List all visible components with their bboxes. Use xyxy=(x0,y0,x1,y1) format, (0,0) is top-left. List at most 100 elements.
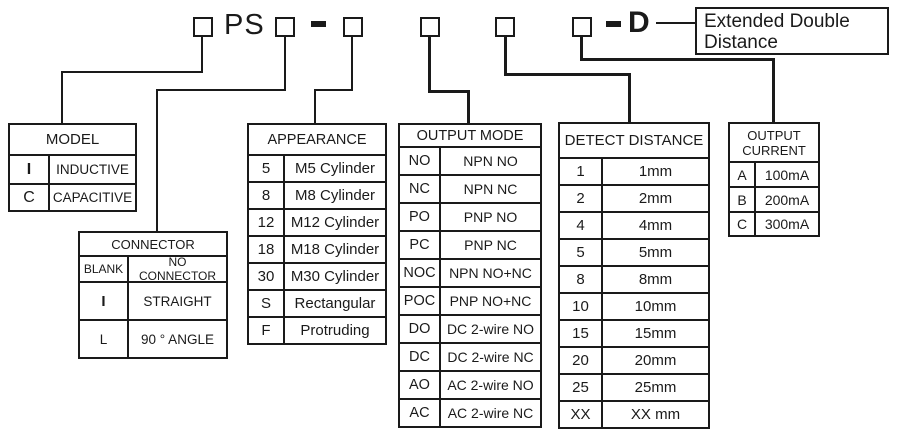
connector-line xyxy=(580,37,583,61)
callout-extended-double-distance: Extended Double Distance xyxy=(695,7,889,55)
table-row: AO AC 2-wire NO xyxy=(400,370,540,398)
connector-line xyxy=(504,37,507,76)
code-cell: A xyxy=(730,163,756,186)
connector-line xyxy=(428,37,431,93)
connector-line xyxy=(314,89,316,123)
meaning-cell: NPN NO xyxy=(463,153,518,169)
code-cell: 18 xyxy=(249,237,285,262)
table-row: 20 20mm xyxy=(560,346,708,373)
table-row: F Protruding xyxy=(249,316,385,343)
connector-line xyxy=(428,90,470,93)
code-cell: NC xyxy=(400,176,441,202)
meaning-cell: NPN NC xyxy=(463,181,518,197)
meaning-cell: M30 Cylinder xyxy=(290,268,380,285)
meaning-cell: Protruding xyxy=(300,322,370,339)
meaning-cell: M12 Cylinder xyxy=(290,214,380,231)
series-label: PS xyxy=(224,9,265,41)
connector-line xyxy=(61,71,203,73)
output-mode-table: OUTPUT MODE NO NPN NO NC NPN NC PO PNP N… xyxy=(398,123,542,428)
code-cell: 30 xyxy=(249,264,285,289)
dash-separator xyxy=(606,21,621,27)
connector-line xyxy=(156,89,158,231)
meaning-cell: 10mm xyxy=(634,298,677,315)
table-row: L 90 ° ANGLE xyxy=(80,319,226,357)
meaning-cell: 25mm xyxy=(634,379,677,396)
table-row: NOC NPN NO+NC xyxy=(400,258,540,286)
table-row: NC NPN NC xyxy=(400,174,540,202)
table-row: 30 M30 Cylinder xyxy=(249,262,385,289)
callout-connector-line xyxy=(656,22,696,24)
table-row: I INDUCTIVE xyxy=(10,156,135,183)
meaning-cell: 20mm xyxy=(634,352,677,369)
table-row: 5 M5 Cylinder xyxy=(249,156,385,181)
table-row: C CAPACITIVE xyxy=(10,183,135,210)
code-cell: DO xyxy=(400,316,441,342)
code-cell: NOC xyxy=(400,260,441,286)
meaning-cell: Rectangular xyxy=(294,295,376,312)
appearance-table: APPEARANCE 5 M5 Cylinder 8 M8 Cylinder 1… xyxy=(247,123,387,345)
meaning-cell: 8mm xyxy=(638,271,673,288)
code-cell: POC xyxy=(400,288,441,314)
connector-table-title: CONNECTOR xyxy=(80,233,226,257)
code-cell: C xyxy=(730,213,756,235)
code-box-output-current xyxy=(572,17,592,37)
table-row: XX XX mm xyxy=(560,400,708,427)
table-row: PC PNP NC xyxy=(400,230,540,258)
connector-line xyxy=(504,73,631,76)
connector-line xyxy=(580,58,775,61)
code-cell: 2 xyxy=(560,186,603,211)
extended-double-suffix: D xyxy=(628,6,650,39)
meaning-cell: 300mA xyxy=(764,216,810,232)
code-cell: PO xyxy=(400,204,441,230)
output-mode-table-title: OUTPUT MODE xyxy=(400,125,540,148)
table-row: DO DC 2-wire NO xyxy=(400,314,540,342)
meaning-cell: DC 2-wire NC xyxy=(447,349,534,365)
table-row: 5 5mm xyxy=(560,238,708,265)
code-cell: AC xyxy=(400,400,441,426)
meaning-cell: AC 2-wire NC xyxy=(447,405,534,421)
table-row: BLANK NO CONNECTOR xyxy=(80,255,226,283)
table-row: 8 8mm xyxy=(560,265,708,292)
meaning-cell: M8 Cylinder xyxy=(294,187,376,204)
meaning-cell: 15mm xyxy=(634,325,677,342)
meaning-cell: NO CONNECTOR xyxy=(138,255,217,283)
connector-line xyxy=(351,37,353,91)
meaning-cell: M18 Cylinder xyxy=(290,241,380,258)
code-cell: S xyxy=(249,291,285,316)
code-cell: BLANK xyxy=(80,257,129,281)
code-cell: I xyxy=(80,283,129,319)
connector-line xyxy=(201,37,203,73)
code-cell: 5 xyxy=(249,156,285,181)
table-row: NO NPN NO xyxy=(400,148,540,174)
table-row: 18 M18 Cylinder xyxy=(249,235,385,262)
code-box-output-mode xyxy=(420,17,440,37)
table-row: AC AC 2-wire NC xyxy=(400,398,540,426)
table-row: 2 2mm xyxy=(560,184,708,211)
table-row: 10 10mm xyxy=(560,292,708,319)
code-cell: 5 xyxy=(560,240,603,265)
code-cell: 1 xyxy=(560,159,603,184)
table-row: 1 1mm xyxy=(560,159,708,184)
table-row: B 200mA xyxy=(730,186,818,211)
table-row: 15 15mm xyxy=(560,319,708,346)
meaning-cell: 200mA xyxy=(764,191,810,208)
meaning-cell: 5mm xyxy=(638,244,673,261)
connector-line xyxy=(156,89,286,91)
meaning-cell: M5 Cylinder xyxy=(294,160,376,177)
table-row: A 100mA xyxy=(730,163,818,186)
code-cell: 8 xyxy=(560,267,603,292)
table-row: I STRAIGHT xyxy=(80,281,226,319)
table-row: DC DC 2-wire NC xyxy=(400,342,540,370)
table-row: 8 M8 Cylinder xyxy=(249,181,385,208)
meaning-cell: 2mm xyxy=(638,190,673,207)
meaning-cell: PNP NC xyxy=(464,237,517,253)
code-cell: I xyxy=(10,156,50,183)
model-table: MODEL I INDUCTIVE C CAPACITIVE xyxy=(8,123,137,212)
connector-line xyxy=(772,58,775,122)
dash-separator xyxy=(311,21,326,27)
code-cell: NO xyxy=(400,148,441,174)
code-cell: C xyxy=(10,185,50,210)
code-cell: PC xyxy=(400,232,441,258)
code-cell: B xyxy=(730,188,756,211)
